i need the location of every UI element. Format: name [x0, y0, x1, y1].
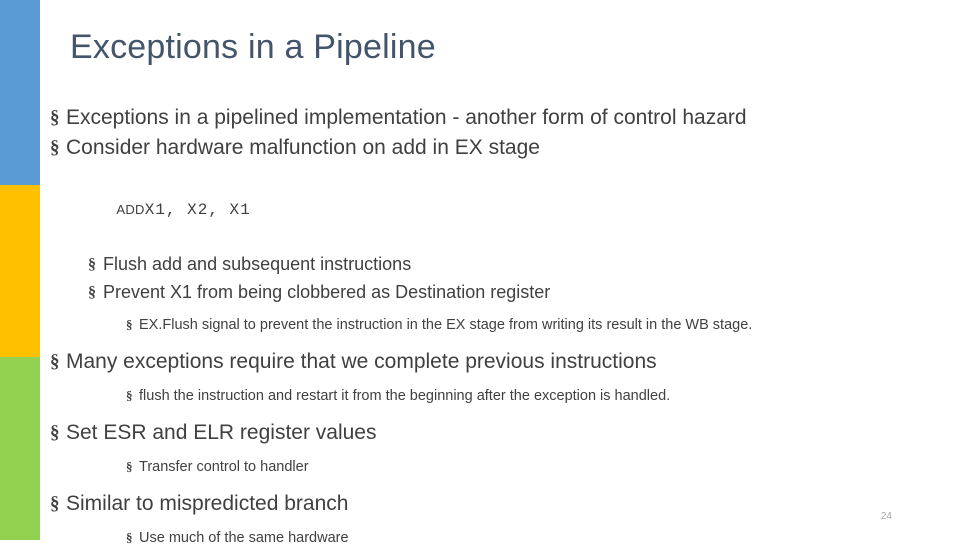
- bullet-text: Set ESR and ELR register values: [66, 421, 377, 444]
- bullet-item: § Flush add and subsequent instructions: [88, 251, 940, 278]
- sidebar-divider: [40, 0, 48, 540]
- page-number: 24: [880, 511, 892, 522]
- bullet-text: Consider hardware malfunction on add in …: [66, 136, 540, 159]
- bullet-item: § flush the instruction and restart it f…: [126, 386, 940, 406]
- bullet-text: EX.Flush signal to prevent the instructi…: [139, 317, 753, 333]
- bullet-glyph-icon: §: [50, 422, 60, 443]
- bullet-item: § Many exceptions require that we comple…: [50, 348, 940, 376]
- bullet-glyph-icon: §: [50, 351, 60, 372]
- bullet-text: flush the instruction and restart it fro…: [139, 388, 671, 404]
- bullet-text: Prevent X1 from being clobbered as Desti…: [103, 282, 551, 302]
- slide-body: § Exceptions in a pipelined implementati…: [50, 104, 940, 549]
- code-instruction: ADDX1, X2, X1: [88, 170, 940, 249]
- bullet-item: § Use much of the same hardware: [126, 528, 940, 548]
- bullet-item: § Similar to mispredicted branch: [50, 490, 940, 518]
- bullet-text: Exceptions in a pipelined implementation…: [66, 106, 747, 129]
- bullet-item: § Exceptions in a pipelined implementati…: [50, 104, 940, 132]
- bullet-glyph-icon: §: [88, 256, 96, 273]
- bullet-item: § Consider hardware malfunction on add i…: [50, 134, 940, 162]
- code-operands: X1, X2, X1: [144, 201, 251, 219]
- bullet-glyph-icon: §: [126, 317, 133, 332]
- slide-title: Exceptions in a Pipeline: [70, 28, 436, 66]
- bullet-glyph-icon: §: [126, 459, 133, 474]
- bullet-glyph-icon: §: [126, 530, 133, 545]
- bullet-glyph-icon: §: [126, 388, 133, 403]
- bullet-glyph-icon: §: [50, 137, 60, 158]
- bullet-text: Transfer control to handler: [139, 459, 309, 475]
- bullet-text: Flush add and subsequent instructions: [103, 254, 412, 274]
- spacer: [50, 478, 940, 490]
- bullet-item: § Set ESR and ELR register values: [50, 419, 940, 447]
- code-mnemonic: ADD: [116, 202, 145, 217]
- spacer: [50, 378, 940, 386]
- spacer: [50, 520, 940, 528]
- bullet-glyph-icon: §: [88, 284, 96, 301]
- bullet-item: § Transfer control to handler: [126, 457, 940, 477]
- spacer: [50, 336, 940, 348]
- bullet-text: Use much of the same hardware: [139, 530, 349, 546]
- bullet-item: § EX.Flush signal to prevent the instruc…: [126, 315, 940, 335]
- spacer: [50, 407, 940, 419]
- bullet-text: Many exceptions require that we complete…: [66, 350, 657, 373]
- spacer: [50, 449, 940, 457]
- spacer: [50, 307, 940, 315]
- bullet-item: § Prevent X1 from being clobbered as Des…: [88, 279, 940, 306]
- bullet-glyph-icon: §: [50, 493, 60, 514]
- bullet-glyph-icon: §: [50, 107, 60, 128]
- bullet-text: Similar to mispredicted branch: [66, 492, 349, 515]
